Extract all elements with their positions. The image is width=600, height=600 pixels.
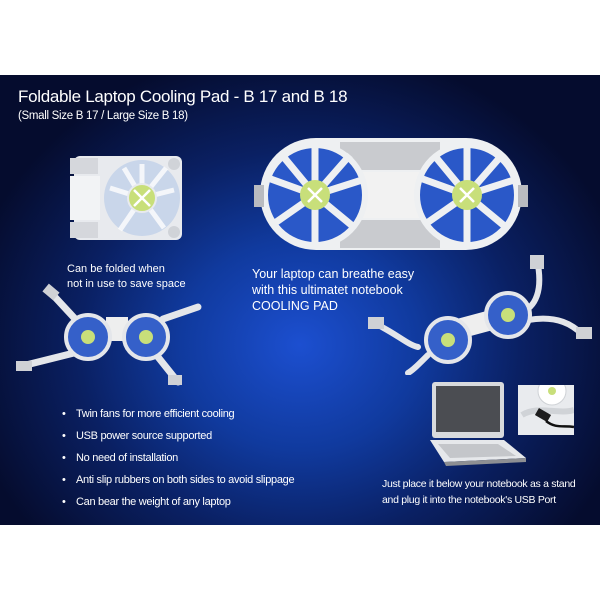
features-list: Twin fans for more efficient cooling USB… xyxy=(62,403,295,513)
twin-fan-image xyxy=(250,130,532,255)
usage-caption: Just place it below your notebook as a s… xyxy=(382,476,576,508)
folded-caption-line-2: not in use to save space xyxy=(67,278,186,290)
laptop-image xyxy=(428,380,528,470)
stand-left-image xyxy=(8,277,203,387)
folded-caption: Can be folded when not in use to save sp… xyxy=(67,262,186,292)
feature-item: No need of installation xyxy=(62,447,294,469)
feature-item: Twin fans for more efficient cooling xyxy=(62,403,294,425)
usb-inset-image xyxy=(518,385,574,435)
breathe-caption-line-2: with this ultimatet notebook xyxy=(252,283,403,297)
feature-item: USB power source supported xyxy=(62,425,294,447)
breathe-caption-line-1: Your laptop can breathe easy xyxy=(252,267,415,281)
usage-caption-line-2: and plug it into the notebook's USB Port xyxy=(382,494,556,506)
breathe-caption-line-3: COOLING PAD xyxy=(252,299,338,313)
page-subtitle: (Small Size B 17 / Large Size B 18) xyxy=(18,110,188,122)
usage-caption-line-1: Just place it below your notebook as a s… xyxy=(382,478,576,490)
folded-pad-image xyxy=(66,150,188,248)
stand-right-image xyxy=(358,255,598,375)
breathe-caption: Your laptop can breathe easy with this u… xyxy=(252,266,414,314)
page-title: Foldable Laptop Cooling Pad - B 17 and B… xyxy=(18,87,348,106)
feature-item: Anti slip rubbers on both sides to avoid… xyxy=(62,469,295,491)
folded-caption-line-1: Can be folded when xyxy=(67,263,165,275)
feature-item: Can bear the weight of any laptop xyxy=(62,491,294,513)
product-banner: Foldable Laptop Cooling Pad - B 17 and B… xyxy=(0,75,600,525)
